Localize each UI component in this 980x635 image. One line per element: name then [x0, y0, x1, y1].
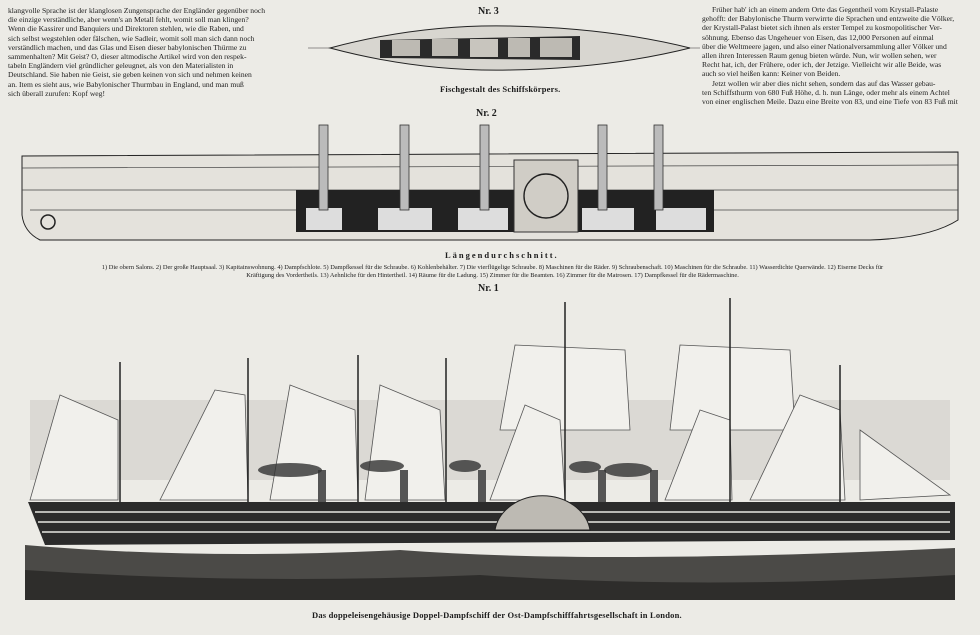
text-line: söhnung. Ebenso das Ungeheuer von Eisen,…: [702, 32, 934, 42]
text-line: die einzige verständliche, aber wenn's a…: [8, 15, 249, 25]
text-line: Früher hab' ich an einem andern Orte das…: [712, 5, 939, 14]
legend-line: 1) Die obern Salons. 2) Der große Haupts…: [101, 264, 884, 271]
text-line: allen ihren Interessen Raum genug bieten…: [702, 51, 937, 61]
text-line: verständlich machen, und das Glas und Ei…: [8, 42, 247, 52]
legend-line: Kräftigung des Vordertheils. 13) Aehnlic…: [246, 272, 739, 279]
text-line: klangvolle Sprache ist der klanglosen Zu…: [8, 6, 266, 15]
text-line: gehofft: der Babylonische Thurm verwirrt…: [702, 14, 955, 24]
text-line: sich selbst wegstehlen oder fälschen, wi…: [8, 33, 255, 43]
right-text-column: Früher hab' ich an einem andern Orte das…: [702, 5, 974, 106]
figure-1-label: Nr. 1: [478, 283, 499, 294]
text-line: der Krystall-Palast bietet sich ihnen al…: [702, 23, 942, 33]
text-line: tabeln Engländern viel gründlicher geleu…: [8, 61, 234, 71]
figure-2-caption: Längendurchschnitt.: [445, 250, 559, 260]
text-line: sammenhalten? Mit Geist? O, dieser altmo…: [8, 52, 247, 62]
text-line: über die Weltmeere jagen, und also einer…: [702, 41, 947, 51]
text-line: sich überall zurufen: Kopf weg!: [8, 88, 105, 98]
text-line: ten Schiffsthurm von 680 Fuß Höhe, d. h.…: [702, 87, 950, 97]
longitudinal-section-illustration: [21, 124, 959, 241]
text-line: auch so viel heißen kann: Keiner von Bei…: [702, 69, 841, 79]
section-legend: 1) Die obern Salons. 2) Der große Haupts…: [20, 264, 965, 280]
left-text-column: klangvolle Sprache ist der klanglosen Zu…: [8, 6, 303, 98]
text-line: an. Item es sieht aus, wie Babylonischer…: [8, 79, 244, 89]
text-line: Wenn die Kassirer und Banquiers und Dire…: [8, 24, 244, 34]
text-line: Jetzt wollen wir aber dies nicht sehen, …: [712, 78, 936, 88]
text-line: Deutschland. Sie haben nie Geist, sie ge…: [8, 70, 252, 80]
figure-1-caption: Das doppeleisengehäusige Doppel-Dampfsch…: [312, 610, 682, 620]
text-line: Recht hat, ich, der Frühere, oder ich, d…: [702, 60, 942, 70]
text-line: von einer englischen Meile. Dazu eine Br…: [702, 97, 958, 107]
figure-2-label: Nr. 2: [476, 108, 497, 119]
figure-3-label: Nr. 3: [478, 6, 499, 17]
ship-illustration: [25, 298, 955, 600]
figure-3-caption: Fischgestalt des Schiffskörpers.: [440, 84, 561, 94]
hull-plan-illustration: [308, 25, 700, 71]
